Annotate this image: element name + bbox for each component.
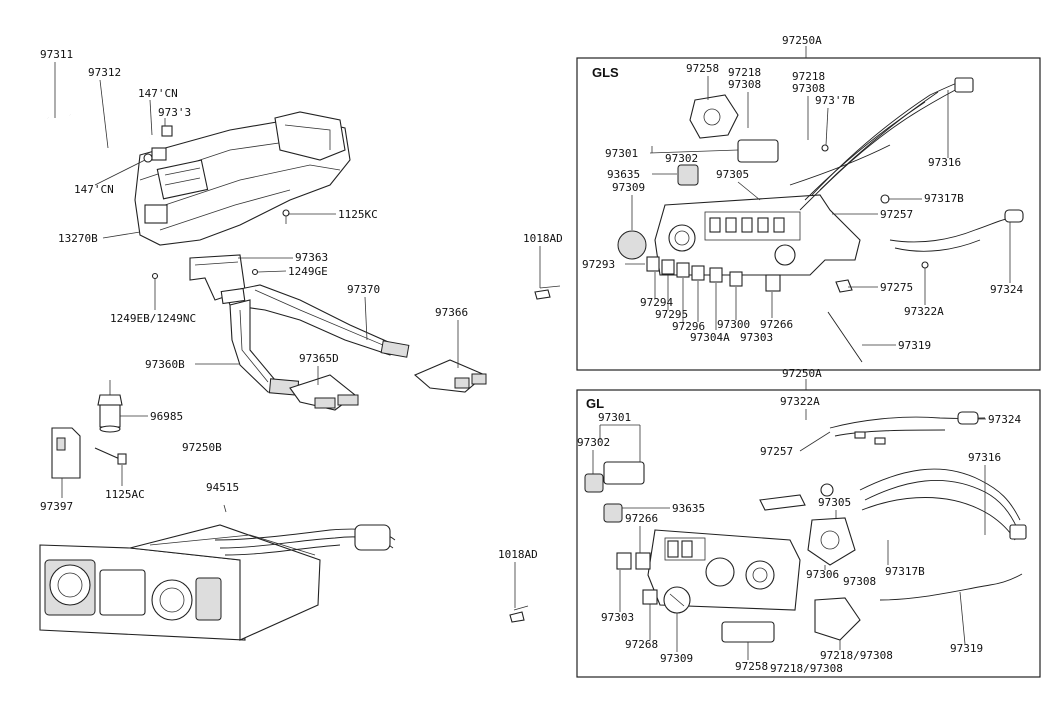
gls-label-97309: 97309 bbox=[612, 181, 645, 194]
label-96985: 96985 bbox=[150, 410, 183, 423]
label-147cn-bottom: 147'CN bbox=[74, 183, 114, 196]
label-94515: 94515 bbox=[206, 481, 239, 494]
gl-label-97317b: 97317B bbox=[885, 565, 925, 578]
gls-label-97322a: 97322A bbox=[904, 305, 944, 318]
gl-title: GL bbox=[586, 396, 604, 411]
label-1018ad-top: 1018AD bbox=[523, 232, 563, 245]
gls-label-97304a: 97304A bbox=[690, 331, 730, 344]
gls-assembly-label: 97250A bbox=[782, 34, 822, 47]
gls-label-97266: 97266 bbox=[760, 318, 793, 331]
gl-label-97257: 97257 bbox=[760, 445, 793, 458]
gl-label-97306: 97306 bbox=[806, 568, 839, 581]
gls-label-97257: 97257 bbox=[880, 208, 913, 221]
gl-label-97266: 97266 bbox=[625, 512, 658, 525]
label-147cn-top: 147'CN bbox=[138, 87, 178, 100]
label-97370: 97370 bbox=[347, 283, 380, 296]
label-97312: 97312 bbox=[88, 66, 121, 79]
gls-label-97305: 97305 bbox=[716, 168, 749, 181]
label-97397: 97397 bbox=[40, 500, 73, 513]
gls-label-97218-b: 97218 bbox=[792, 70, 825, 83]
label-97365d: 97365D bbox=[299, 352, 339, 365]
gls-label-97258: 97258 bbox=[686, 62, 719, 75]
gl-label-97316: 97316 bbox=[968, 451, 1001, 464]
left-labels: 97311 97312 147'CN 973'3 147'CN 1125KC 1… bbox=[40, 48, 563, 561]
gls-leader-lines bbox=[625, 76, 1011, 346]
gl-label-97319: 97319 bbox=[950, 642, 983, 655]
gls-title: GLS bbox=[592, 65, 619, 80]
label-97311: 97311 bbox=[40, 48, 73, 61]
gls-label-97324: 97324 bbox=[990, 283, 1023, 296]
gl-parts-drawing bbox=[584, 411, 1027, 643]
label-1125kc: 1125KC bbox=[338, 208, 378, 221]
gl-label-97301: 97301 bbox=[598, 411, 631, 424]
gls-label-97301: 97301 bbox=[605, 147, 638, 160]
gls-label-97302: 97302 bbox=[665, 152, 698, 165]
label-13270b: 13270B bbox=[58, 232, 98, 245]
gls-parts-drawing bbox=[617, 77, 1024, 363]
control-unit-drawing bbox=[39, 504, 396, 641]
left-leader-lines bbox=[54, 62, 541, 608]
gls-label-97296: 97296 bbox=[672, 320, 705, 333]
gl-label-97308: 97308 bbox=[843, 575, 876, 588]
gl-label-97324: 97324 bbox=[988, 413, 1021, 426]
gls-label-97316: 97316 bbox=[928, 156, 961, 169]
gls-label-97275: 97275 bbox=[880, 281, 913, 294]
gls-label-97308-b: 97308 bbox=[792, 82, 825, 95]
gls-label-97294: 97294 bbox=[640, 296, 673, 309]
gls-box: 97250A GLS bbox=[576, 34, 1041, 371]
label-97366: 97366 bbox=[435, 306, 468, 319]
gl-label-97218-97308-b: 97218/97308 bbox=[770, 662, 843, 675]
gls-label-97218-a: 97218 bbox=[728, 66, 761, 79]
duct-drawing bbox=[151, 254, 487, 411]
label-97313: 973'3 bbox=[158, 106, 191, 119]
gls-label-97308-a: 97308 bbox=[728, 78, 761, 91]
label-1249ge: 1249GE bbox=[288, 265, 328, 278]
gl-label-97309: 97309 bbox=[660, 652, 693, 665]
gls-label-97293: 97293 bbox=[582, 258, 615, 271]
gls-label-93635: 93635 bbox=[607, 168, 640, 181]
label-1249eb: 1249EB/1249NC bbox=[110, 312, 196, 325]
gl-label-97218-97308-a: 97218/97308 bbox=[820, 649, 893, 662]
label-1125ac: 1125AC bbox=[105, 488, 145, 501]
gl-label-93635: 93635 bbox=[672, 502, 705, 515]
gl-label-97258: 97258 bbox=[735, 660, 768, 673]
label-97250b: 97250B bbox=[182, 441, 222, 454]
gl-assembly-label: 97250A bbox=[782, 367, 822, 380]
gl-label-97303: 97303 bbox=[601, 611, 634, 624]
label-97363: 97363 bbox=[295, 251, 328, 264]
gl-label-97268: 97268 bbox=[625, 638, 658, 651]
label-97360b: 97360B bbox=[145, 358, 185, 371]
gls-label-97303: 97303 bbox=[740, 331, 773, 344]
gls-label-97300: 97300 bbox=[717, 318, 750, 331]
gls-label-97317b-top: 973'7B bbox=[815, 94, 855, 107]
gls-label-97317b: 97317B bbox=[924, 192, 964, 205]
gls-label-97295: 97295 bbox=[655, 308, 688, 321]
gls-label-97319: 97319 bbox=[898, 339, 931, 352]
heater-unit-drawing bbox=[46, 111, 351, 246]
gl-box: 97250A GL bbox=[576, 367, 1041, 678]
gl-leader-lines bbox=[592, 409, 986, 660]
label-1018ad-bottom: 1018AD bbox=[498, 548, 538, 561]
gl-label-97302: 97302 bbox=[577, 436, 610, 449]
gl-label-97305: 97305 bbox=[818, 496, 851, 509]
gl-label-97322a: 97322A bbox=[780, 395, 820, 408]
